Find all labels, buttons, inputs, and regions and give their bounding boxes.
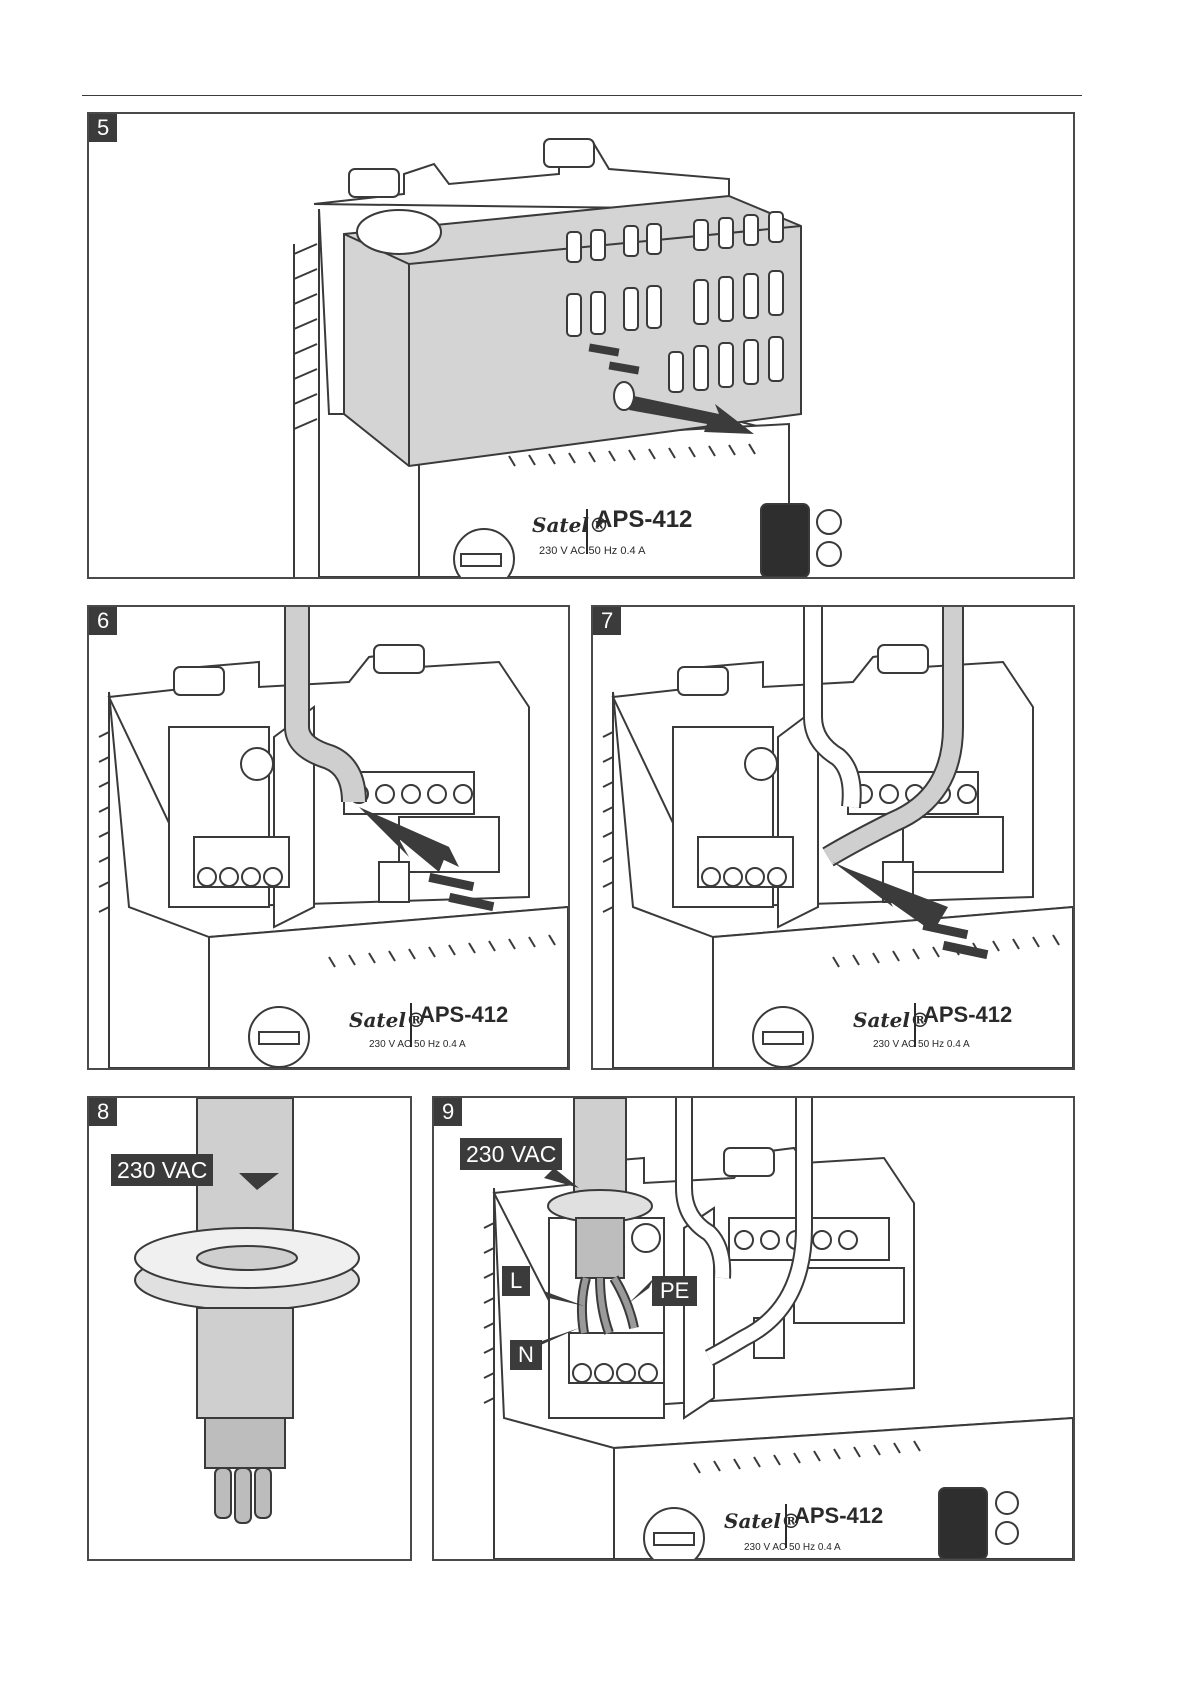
brand-logo: Satel® <box>724 1509 801 1533</box>
header-rule <box>82 95 1082 96</box>
rating-label: 230 V AC 50 Hz 0.4 A <box>873 1039 970 1050</box>
figure-step-6: 6 <box>87 605 570 1070</box>
wire-label-neutral: N <box>510 1340 542 1370</box>
rating-label: 230 V AC 50 Hz 0.4 A <box>539 545 646 557</box>
figure-step-9: 9 <box>432 1096 1075 1561</box>
wire-label-line: L <box>502 1266 530 1296</box>
model-label: APS-412 <box>419 1002 508 1027</box>
voltage-callout: 230 VAC <box>111 1154 213 1186</box>
step-number: 5 <box>89 114 117 142</box>
illustration-cable-routing: Satel® APS-412 230 V AC 50 Hz 0.4 A <box>593 607 1073 1068</box>
step-number: 8 <box>89 1098 117 1126</box>
wire-label-earth: PE <box>652 1276 697 1306</box>
figure-step-5: 5 <box>87 112 1075 579</box>
brand-logo: Satel® <box>853 1008 930 1032</box>
illustration-cable-insertion: Satel® APS-412 230 V AC 50 Hz 0.4 A <box>89 607 568 1068</box>
model-label: APS-412 <box>923 1002 1012 1027</box>
rating-label: 230 V AC 50 Hz 0.4 A <box>744 1542 841 1553</box>
step-number: 7 <box>593 607 621 635</box>
model-label: APS-412 <box>794 1503 883 1528</box>
brand-logo: Satel® <box>349 1008 426 1032</box>
step-number: 9 <box>434 1098 462 1126</box>
model-label: APS-412 <box>595 506 692 533</box>
illustration-cover-removal: Satel® APS-412 230 V AC 50 Hz 0.4 A <box>89 114 1073 577</box>
figure-step-8: 8 230 VAC <box>87 1096 412 1561</box>
step-number: 6 <box>89 607 117 635</box>
figure-step-7: 7 <box>591 605 1075 1070</box>
rating-label: 230 V AC 50 Hz 0.4 A <box>369 1039 466 1050</box>
voltage-callout: 230 VAC <box>460 1138 562 1170</box>
